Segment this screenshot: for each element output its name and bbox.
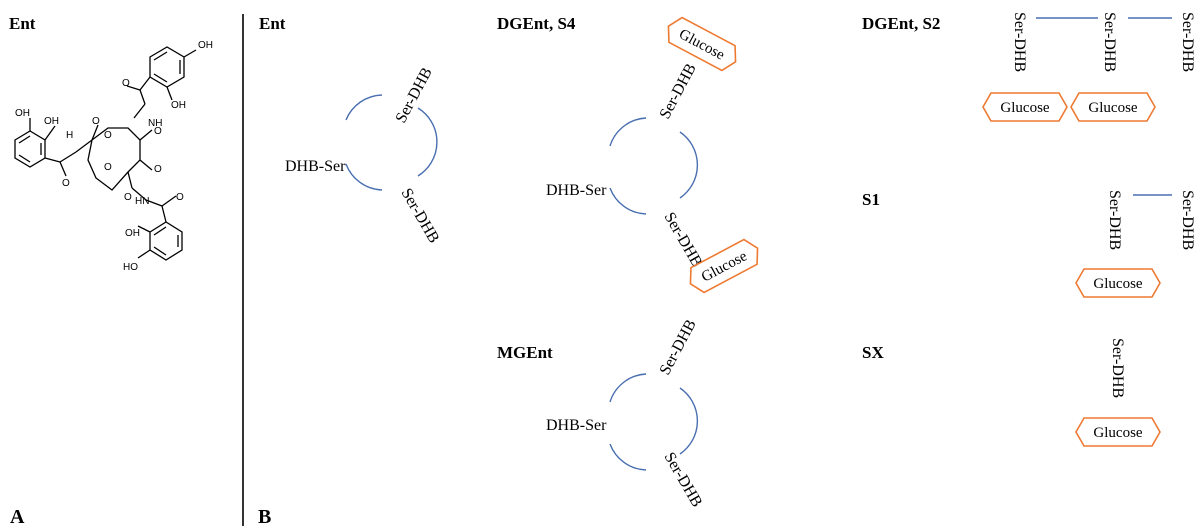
sx-diagram: SX Ser-DHB Glucose bbox=[862, 338, 1161, 447]
enterobactin-structure bbox=[14, 46, 197, 261]
mgent-title: MGEnt bbox=[497, 343, 553, 362]
svg-text:O: O bbox=[154, 126, 162, 137]
dgent-s4-left-label: DHB-Ser bbox=[546, 182, 607, 199]
dgent-s2-unit-1: Ser-DHB bbox=[1011, 12, 1028, 72]
panel-a-title: Ent bbox=[9, 14, 36, 33]
dgent-s4-title: DGEnt, S4 bbox=[497, 14, 576, 33]
svg-text:O: O bbox=[124, 192, 132, 203]
svg-text:O: O bbox=[176, 192, 184, 203]
svg-text:O: O bbox=[62, 178, 70, 189]
svg-text:O: O bbox=[154, 164, 162, 175]
svg-text:OH: OH bbox=[44, 116, 59, 127]
sx-unit-1: Ser-DHB bbox=[1109, 338, 1126, 398]
svg-text:Glucose: Glucose bbox=[1093, 425, 1142, 441]
dgent-s4-glucose-top: Glucose bbox=[667, 16, 737, 72]
svg-text:OH: OH bbox=[171, 100, 186, 111]
dgent-s2-glucose-1: Glucose bbox=[982, 92, 1068, 122]
dgent-s2-glucose-2: Glucose bbox=[1070, 92, 1156, 122]
mgent-ring-arc-3 bbox=[609, 443, 647, 471]
mgent-bottom-label: Ser-DHB bbox=[661, 450, 706, 511]
s1-diagram: S1 Ser-DHB Ser-DHB Glucose bbox=[862, 190, 1196, 298]
dgent-s4-ring-arc-1 bbox=[609, 117, 647, 147]
ent-title: Ent bbox=[259, 14, 286, 33]
macrocycle-ring bbox=[87, 127, 141, 191]
svg-text:NH: NH bbox=[148, 118, 162, 129]
mgent-ring-arc-2 bbox=[679, 387, 699, 455]
ent-left-label: DHB-Ser bbox=[285, 158, 346, 175]
svg-text:OH: OH bbox=[198, 40, 213, 51]
dgent-s4-bottom-label: Ser-DHB bbox=[661, 210, 706, 271]
ent-diagram: Ent DHB-Ser Ser-DHB Ser-DHB bbox=[259, 14, 442, 246]
panel-b-letter: B bbox=[258, 506, 271, 528]
s1-glucose: Glucose bbox=[1075, 268, 1161, 298]
svg-text:O: O bbox=[104, 162, 112, 173]
dgent-s2-unit-2: Ser-DHB bbox=[1101, 12, 1118, 72]
mgent-top-label: Ser-DHB bbox=[657, 317, 700, 378]
sx-title: SX bbox=[862, 343, 884, 362]
s1-unit-1: Ser-DHB bbox=[1106, 190, 1123, 250]
ent-ring-arc-3 bbox=[345, 163, 383, 191]
ent-ring-arc-2 bbox=[417, 107, 438, 177]
svg-text:OH: OH bbox=[125, 228, 140, 239]
svg-text:O: O bbox=[104, 130, 112, 141]
s1-title: S1 bbox=[862, 190, 880, 209]
chem-atom-labels: OH OH OH OH OH HO NH H HN O O O O O O O … bbox=[15, 40, 213, 273]
dgent-s4-ring-arc-2 bbox=[679, 131, 699, 199]
mgent-diagram: MGEnt DHB-Ser Ser-DHB Ser-DHB bbox=[497, 317, 705, 510]
svg-text:OH: OH bbox=[15, 108, 30, 119]
mgent-ring-arc-1 bbox=[609, 373, 647, 403]
ent-bottom-label: Ser-DHB bbox=[398, 186, 443, 247]
sx-glucose: Glucose bbox=[1075, 417, 1161, 447]
mgent-left-label: DHB-Ser bbox=[546, 417, 607, 434]
dgent-s2-unit-3: Ser-DHB bbox=[1179, 12, 1196, 72]
ent-ring-arc-1 bbox=[345, 94, 383, 121]
svg-text:O: O bbox=[122, 78, 130, 89]
svg-text:Glucose: Glucose bbox=[699, 248, 750, 285]
svg-text:HO: HO bbox=[123, 262, 138, 273]
panel-a-letter: A bbox=[10, 506, 25, 528]
ent-top-label: Ser-DHB bbox=[393, 65, 436, 126]
dgent-s4-diagram: DGEnt, S4 DHB-Ser Ser-DHB Ser-DHB Glucos… bbox=[497, 14, 759, 294]
svg-text:Glucose: Glucose bbox=[1000, 100, 1049, 116]
svg-text:Glucose: Glucose bbox=[1088, 100, 1137, 116]
top-benzene-ring bbox=[149, 46, 185, 88]
dgent-s4-ring-arc-3 bbox=[609, 187, 647, 215]
dgent-s4-top-label: Ser-DHB bbox=[657, 61, 700, 122]
s1-unit-2: Ser-DHB bbox=[1179, 190, 1196, 250]
svg-text:Glucose: Glucose bbox=[676, 26, 727, 63]
dgent-s2-diagram: DGEnt, S2 Ser-DHB Ser-DHB Ser-DHB Glucos… bbox=[862, 12, 1196, 122]
svg-text:O: O bbox=[92, 116, 100, 127]
svg-text:HN: HN bbox=[135, 196, 149, 207]
dgent-s2-title: DGEnt, S2 bbox=[862, 14, 940, 33]
svg-text:Glucose: Glucose bbox=[1093, 276, 1142, 292]
svg-text:H: H bbox=[66, 130, 73, 141]
